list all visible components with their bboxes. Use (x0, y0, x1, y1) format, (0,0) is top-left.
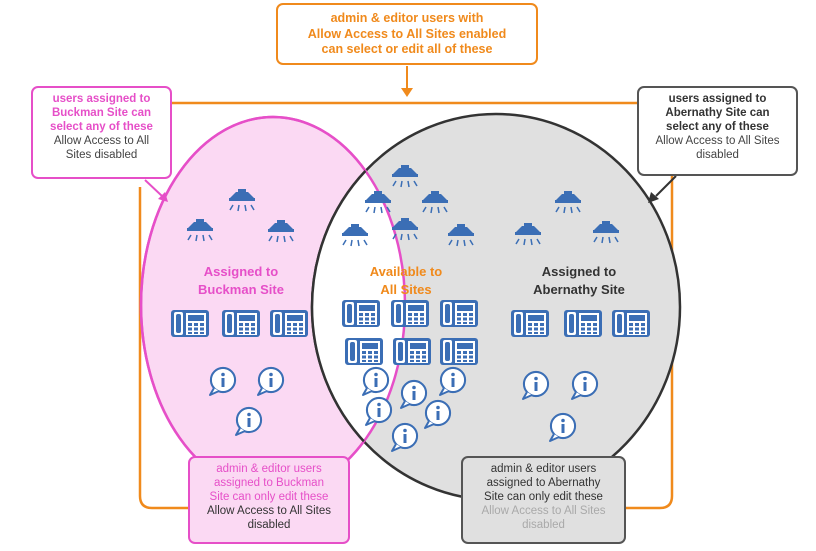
top-callout: admin & editor users with Allow Access t… (276, 3, 538, 65)
desk-phone-icon (564, 310, 602, 337)
desk-phone-icon (171, 310, 209, 337)
right-callout-bold3: select any of these (666, 121, 769, 133)
left-callout-bold3: select any of these (50, 121, 153, 133)
desk-phone-icon (342, 300, 380, 327)
right-callout-bold1: users assigned to (668, 93, 767, 105)
desk-phone-icon (612, 310, 650, 337)
abernathy-label-line1: Assigned to (542, 264, 616, 279)
left-callout-sub1: Allow Access to All (53, 135, 150, 147)
desk-phone-icon (345, 338, 383, 365)
bottom-right-sub2: disabled (522, 519, 565, 531)
left-arrow (144, 179, 163, 197)
desk-phone-icon (511, 310, 549, 337)
buckman-label-line2: Buckman Site (198, 282, 284, 297)
desk-phone-icon (391, 300, 429, 327)
right-callout-sub1: Allow Access to All Sites (655, 135, 780, 147)
bottom-left-main3: Site can only edit these (209, 491, 329, 503)
right-callout-bold2: Abernathy Site can (665, 107, 770, 119)
desk-phone-icon (222, 310, 260, 337)
desk-phone-icon (440, 338, 478, 365)
right-arrow (655, 175, 677, 197)
desk-phone-icon (270, 310, 308, 337)
top-callout-line1: admin & editor users with (330, 11, 484, 25)
bottom-right-main3: Site can only edit these (484, 491, 603, 503)
bottom-right-sub1: Allow Access to All Sites (481, 505, 606, 517)
left-callout-sub2: Sites disabled (65, 149, 138, 161)
abernathy-label-line2: Abernathy Site (533, 282, 625, 297)
bottom-right-main1: admin & editor users (490, 463, 597, 475)
all-sites-label-line2: All Sites (380, 282, 431, 297)
abernathy-users-callout: users assigned to Abernathy Site can sel… (637, 86, 798, 176)
left-callout-bold1: users assigned to (52, 93, 151, 105)
desk-phone-icon (440, 300, 478, 327)
bottom-left-sub2: disabled (247, 519, 291, 531)
bottom-left-sub1: Allow Access to All Sites (207, 505, 331, 517)
buckman-editors-callout: admin & editor users assigned to Buckman… (188, 456, 350, 544)
bottom-right-main2: assigned to Abernathy (486, 477, 601, 489)
abernathy-editors-callout: admin & editor users assigned to Abernat… (461, 456, 626, 544)
bottom-left-main1: admin & editor users (216, 463, 322, 475)
top-callout-line2: Allow Access to All Sites enabled (307, 26, 507, 41)
buckman-label-line1: Assigned to (204, 264, 278, 279)
top-callout-line3: can select or edit all of these (321, 42, 493, 56)
all-sites-label-line1: Available to (370, 264, 443, 279)
right-callout-sub2: disabled (696, 149, 739, 161)
bottom-left-main2: assigned to Buckman (214, 477, 324, 489)
left-callout-bold2: Buckman Site can (51, 107, 152, 119)
buckman-users-callout: users assigned to Buckman Site can selec… (31, 86, 172, 179)
desk-phone-icon (393, 338, 431, 365)
